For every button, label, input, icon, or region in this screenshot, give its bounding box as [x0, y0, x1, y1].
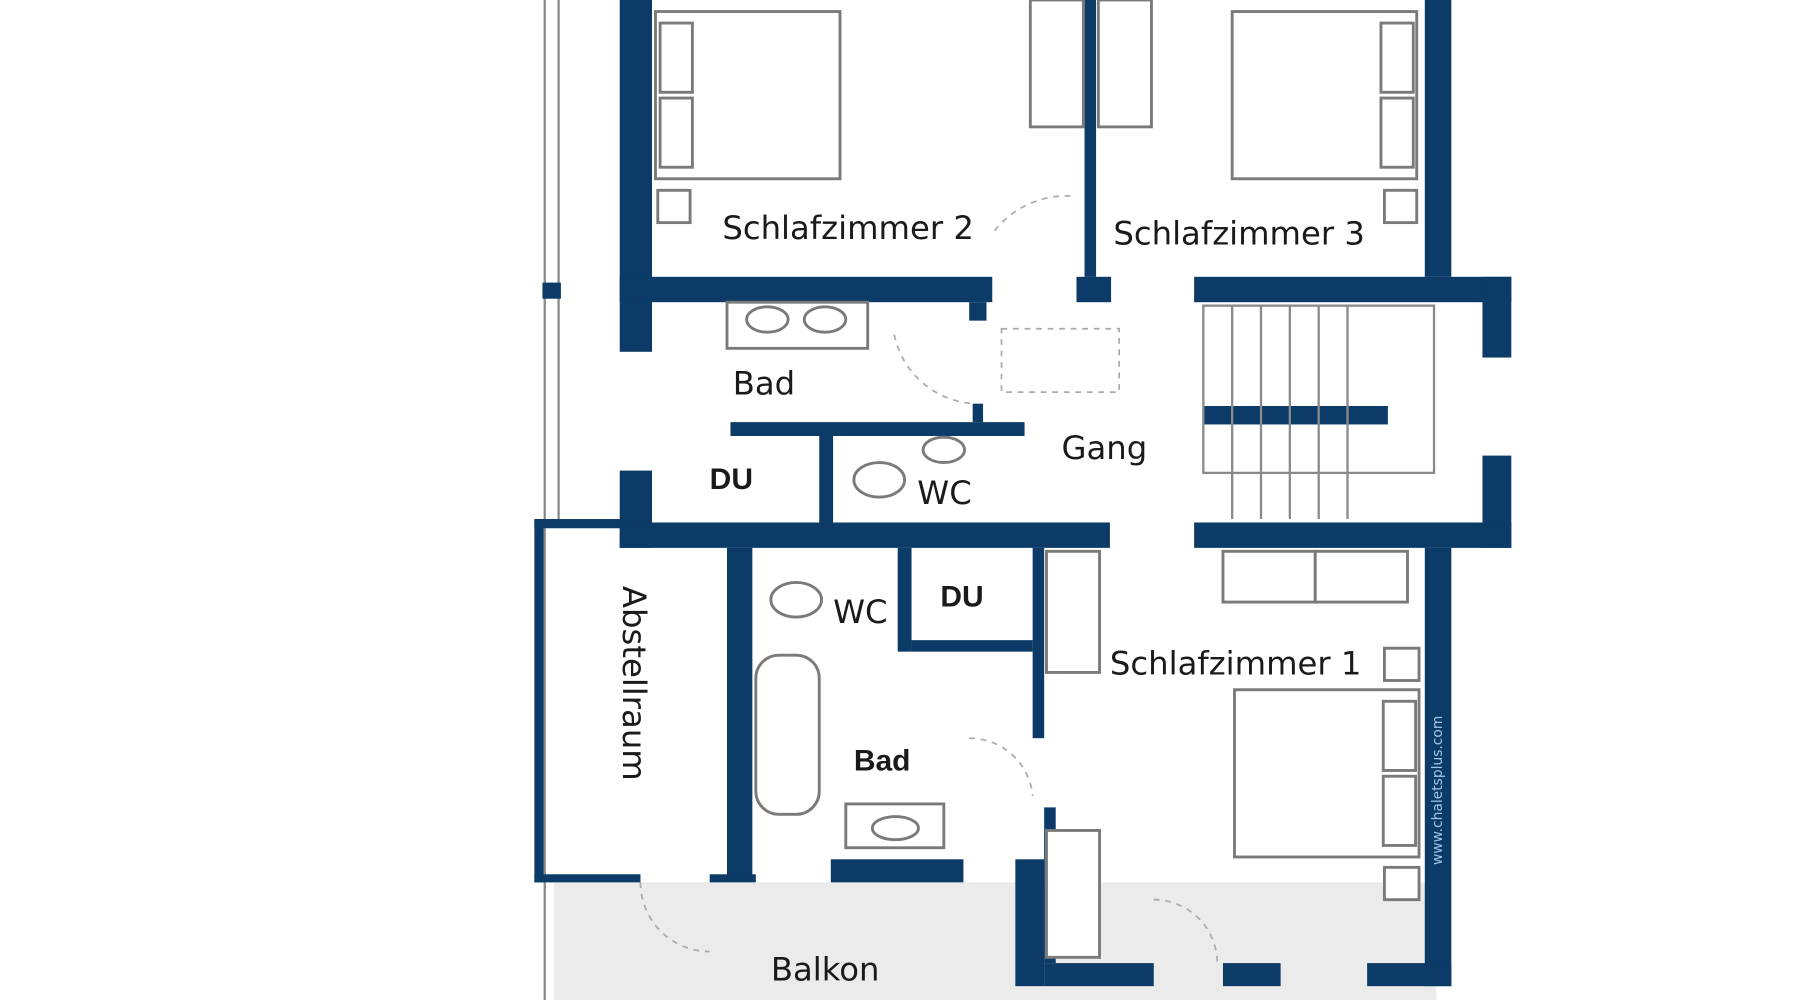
room-label-bath-top: Bad: [733, 364, 795, 402]
room-label-hallway: Gang: [1061, 429, 1147, 467]
room-label-bedroom3: Schlafzimmer 3: [1113, 215, 1365, 253]
door-swing: [969, 737, 1034, 796]
watermark: www.chaletsplus.com: [1430, 716, 1446, 865]
door-swing: [893, 334, 976, 405]
bed-bedroom1: [1233, 646, 1421, 902]
bath-fixtures: [725, 300, 967, 850]
door-swing: [639, 882, 710, 953]
wardrobes: [1028, 0, 1409, 959]
room-label-shower-bottom: DU: [940, 581, 983, 614]
door-swing: [1153, 898, 1219, 964]
room-label-shower-top: DU: [710, 463, 753, 496]
room-label-wc-bottom: WC: [833, 593, 887, 631]
wall: [542, 282, 561, 299]
room-label-bedroom2: Schlafzimmer 2: [722, 209, 974, 247]
room-label-bath-bottom: Bad: [854, 744, 911, 777]
attic-hatch: [1000, 327, 1121, 394]
room-label-wc-top: WC: [917, 474, 971, 512]
balcony-floor: [553, 882, 1437, 1000]
walls: [534, 0, 1512, 987]
bed-bedroom3: [1230, 10, 1419, 225]
door-swing: [993, 195, 1074, 232]
staircase: [1202, 304, 1436, 520]
bed-bedroom2: [654, 10, 842, 225]
room-label-storage: Abstellraum: [615, 586, 653, 781]
room-label-balcony: Balkon: [771, 950, 880, 988]
room-label-bedroom1: Schlafzimmer 1: [1110, 645, 1362, 683]
